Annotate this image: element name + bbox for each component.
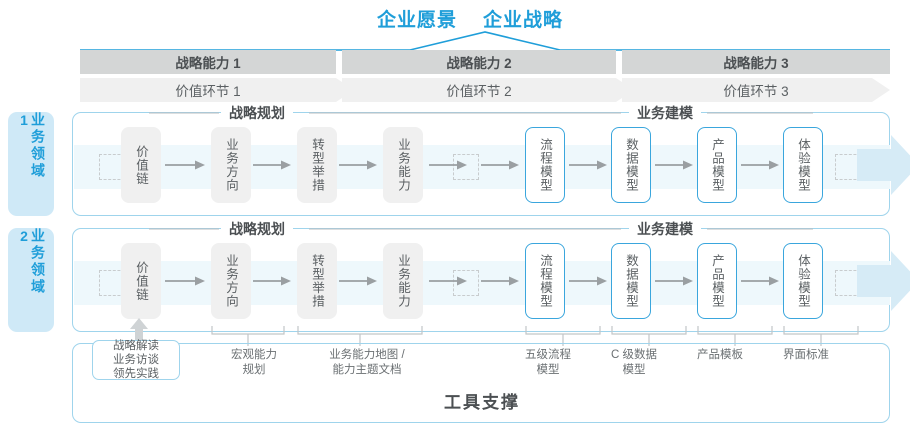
flow-arrow-icon — [569, 160, 607, 170]
top-titles: 企业愿景 企业战略 — [330, 4, 610, 32]
flow-arrow-icon — [339, 160, 377, 170]
sidebar-domain-2-label: 业务领域 2 — [16, 228, 46, 296]
value-stage-cell-1[interactable]: 价值环节 1 — [175, 84, 241, 99]
tool-pill-line-3: 领先实践 — [113, 368, 159, 381]
node-label: 价值链 — [134, 260, 148, 302]
node-label: 业务能力 — [396, 138, 410, 192]
node-business-direction[interactable]: 业务方向 — [211, 243, 251, 319]
lane-top-rule-icon — [149, 112, 813, 114]
node-data-model[interactable]: 数据模型 — [611, 127, 651, 203]
node-label: 产品模型 — [710, 254, 724, 308]
flow-arrow-icon — [741, 276, 779, 286]
node-experience-model[interactable]: 体验模型 — [783, 127, 823, 203]
capability-cell-3[interactable]: 战略能力 3 — [622, 50, 890, 74]
node-label: 业务方向 — [224, 254, 238, 308]
placeholder-box-mid — [453, 270, 479, 296]
flow-arrow-icon — [253, 160, 291, 170]
tool-caption-macro-capability: 宏观能力 规划 — [231, 349, 277, 376]
flow-arrow-icon — [481, 160, 519, 170]
node-label: 数据模型 — [624, 254, 638, 308]
placeholder-box-mid — [453, 154, 479, 180]
node-label: 体验模型 — [796, 138, 810, 192]
tool-pill-line-1: 战略解读 — [113, 339, 159, 352]
capability-cell-2[interactable]: 战略能力 2 — [342, 50, 616, 74]
flow-arrow-icon — [655, 276, 693, 286]
node-label: 转型举措 — [310, 138, 324, 192]
node-business-direction[interactable]: 业务方向 — [211, 127, 251, 203]
flow-arrow-icon — [429, 276, 467, 286]
flow-arrow-icon — [165, 276, 205, 286]
vision-strategy-connector-icon — [80, 31, 890, 51]
node-label: 业务方向 — [224, 138, 238, 192]
tool-caption-five-level-process: 五级流程 模型 — [525, 349, 571, 376]
node-value-chain[interactable]: 价值链 — [121, 127, 161, 203]
flow-arrow-icon — [569, 276, 607, 286]
flow-arrow-icon — [339, 276, 377, 286]
section-title-planning-1: 战略规划 — [221, 103, 293, 123]
node-label: 体验模型 — [796, 254, 810, 308]
node-business-capability[interactable]: 业务能力 — [383, 127, 423, 203]
tool-to-value-chain-arrow-icon — [130, 318, 148, 344]
flow-arrow-icon — [253, 276, 291, 286]
node-label: 产品模型 — [710, 138, 724, 192]
node-business-capability[interactable]: 业务能力 — [383, 243, 423, 319]
node-label: 价值链 — [134, 144, 148, 186]
strategic-capability-bar: 战略能力 1 战略能力 2 战略能力 3 — [80, 50, 890, 74]
node-experience-model[interactable]: 体验模型 — [783, 243, 823, 319]
lane-flow-arrowhead-icon — [857, 135, 910, 195]
tool-support-container: 工具支撑 — [72, 343, 890, 423]
enterprise-strategy-title: 企业战略 — [483, 9, 564, 31]
node-label: 流程模型 — [538, 254, 552, 308]
flow-arrow-icon — [655, 160, 693, 170]
section-title-planning-2: 战略规划 — [221, 219, 293, 239]
domain-2-lane: 战略规划 业务建模 价值链 业务方向 转型举措 业务能力 流程模型 数据模型 产 — [72, 219, 910, 332]
tool-caption-c-level-data: C 级数据 模型 — [611, 349, 657, 376]
tool-caption-capability-map: 业务能力地图 / 能力主题文档 — [329, 349, 405, 376]
flow-arrow-icon — [741, 160, 779, 170]
value-stage-cell-2[interactable]: 价值环节 2 — [446, 84, 512, 99]
node-product-model[interactable]: 产品模型 — [697, 127, 737, 203]
node-transformation-measures[interactable]: 转型举措 — [297, 127, 337, 203]
node-process-model[interactable]: 流程模型 — [525, 127, 565, 203]
node-process-model[interactable]: 流程模型 — [525, 243, 565, 319]
tool-pill-line-2: 业务访谈 — [113, 354, 159, 366]
section-title-modeling-1: 业务建模 — [629, 103, 701, 123]
node-label: 业务能力 — [396, 254, 410, 308]
flow-band — [74, 261, 890, 305]
node-data-model[interactable]: 数据模型 — [611, 243, 651, 319]
node-label: 流程模型 — [538, 138, 552, 192]
tool-support-title: 工具支撑 — [444, 393, 520, 412]
sidebar-domain-1[interactable]: 业务领域 1 — [8, 112, 54, 216]
value-stage-cell-3[interactable]: 价值环节 3 — [723, 84, 789, 99]
section-title-modeling-2: 业务建模 — [629, 219, 701, 239]
sidebar-domain-1-label: 业务领域 1 — [16, 112, 46, 180]
flow-arrow-icon — [165, 160, 205, 170]
flow-arrow-icon — [481, 276, 519, 286]
tool-caption-ui-standard: 界面标准 — [783, 349, 829, 361]
value-chain-bar: 价值环节 1 价值环节 2 价值环节 3 — [80, 78, 890, 102]
lane-top-rule-icon — [149, 228, 813, 230]
tool-caption-product-template: 产品模板 — [697, 349, 743, 361]
node-transformation-measures[interactable]: 转型举措 — [297, 243, 337, 319]
flow-band — [74, 145, 890, 189]
tool-pill-strategy[interactable]: 战略解读 业务访谈 领先实践 — [92, 340, 180, 380]
node-product-model[interactable]: 产品模型 — [697, 243, 737, 319]
lane-flow-arrowhead-icon — [857, 251, 910, 311]
value-chain-chevron-shapes-icon — [80, 78, 890, 102]
flow-arrow-icon — [429, 160, 467, 170]
node-label: 转型举措 — [310, 254, 324, 308]
node-value-chain[interactable]: 价值链 — [121, 243, 161, 319]
domain-1-lane: 战略规划 业务建模 价值链 业务方向 转型举措 业务能力 流程模型 数据模型 — [72, 103, 910, 216]
enterprise-vision-title: 企业愿景 — [376, 9, 457, 31]
node-label: 数据模型 — [624, 138, 638, 192]
capability-cell-1[interactable]: 战略能力 1 — [80, 50, 336, 74]
sidebar-domain-2[interactable]: 业务领域 2 — [8, 228, 54, 332]
tool-brace-connectors-icon — [211, 326, 859, 346]
